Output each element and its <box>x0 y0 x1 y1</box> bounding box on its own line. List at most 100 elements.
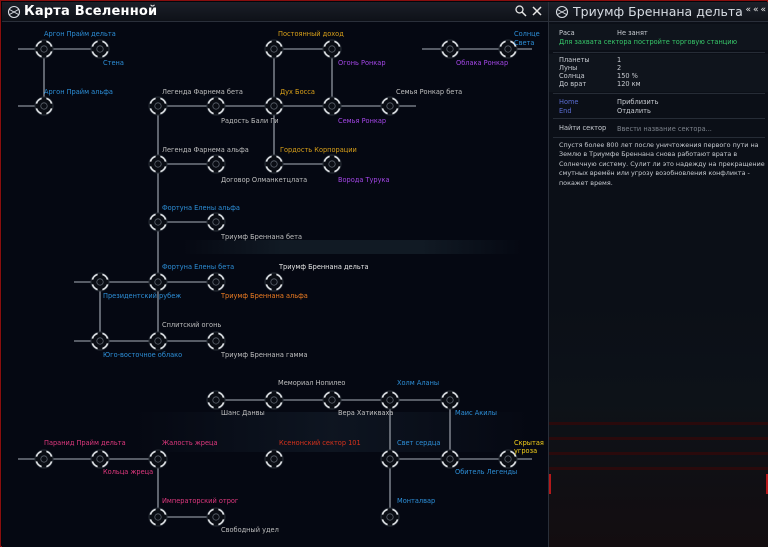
collapse-arrow-icon[interactable]: « <box>760 5 765 15</box>
sector-node-paranid[interactable] <box>34 449 54 469</box>
zoom-icon[interactable] <box>514 4 528 18</box>
moons-value: 2 <box>617 64 622 72</box>
divider <box>553 52 765 53</box>
sector-label[interactable]: Ксенонский сектор 101 <box>279 439 361 447</box>
sector-label[interactable]: Монталвар <box>397 497 435 505</box>
sector-node-postoyanny[interactable] <box>264 39 284 59</box>
sector-label[interactable]: Маис Акилы <box>455 409 497 417</box>
sector-label[interactable]: Облака Ронкар <box>456 59 508 67</box>
sector-label[interactable]: Шанс Данвы <box>221 409 265 417</box>
sector-search-input[interactable] <box>617 123 757 134</box>
sector-label[interactable]: Фортуна Елены бета <box>162 263 234 271</box>
sector-label[interactable]: Президентский рубеж <box>103 292 181 300</box>
sector-node-montalvar[interactable] <box>380 507 400 527</box>
sector-node-imperatorsky[interactable] <box>148 507 168 527</box>
red-edge-marker <box>766 474 768 494</box>
sector-label[interactable]: Аргон Прайм альфа <box>44 88 113 96</box>
sector-label[interactable]: Легенда Фарнема бета <box>162 88 243 96</box>
sector-node-solnce-svet[interactable] <box>498 39 518 59</box>
sector-node-shans[interactable] <box>206 390 226 410</box>
sector-node-duh[interactable] <box>264 96 284 116</box>
sector-node-splitsky[interactable] <box>148 331 168 351</box>
sector-label[interactable]: Паранид Прайм дельта <box>44 439 126 447</box>
sector-label[interactable]: Свет сердца <box>397 439 440 447</box>
sector-label[interactable]: Гордость Корпорации <box>280 146 357 154</box>
sector-label[interactable]: Свободный удел <box>221 526 279 534</box>
sector-label[interactable]: Ворода Турука <box>338 176 390 184</box>
sector-label[interactable]: Семья Ронкар бета <box>396 88 462 96</box>
sector-node-yugo[interactable] <box>90 331 110 351</box>
sector-node-ksenon[interactable] <box>264 449 284 469</box>
sector-node-triumf-alfa[interactable] <box>206 272 226 292</box>
sector-node-fortuna-alfa[interactable] <box>148 212 168 232</box>
sector-node-zhalost[interactable] <box>148 449 168 469</box>
sector-label[interactable]: Огонь Ронкар <box>338 59 386 67</box>
sector-node-legenda-beta[interactable] <box>148 96 168 116</box>
sector-node-oblaka[interactable] <box>440 39 460 59</box>
sector-node-argon-delta[interactable] <box>34 39 54 59</box>
sector-label[interactable]: Вера Хатикваха <box>338 409 393 417</box>
sector-node-fortuna-beta[interactable] <box>148 272 168 292</box>
sector-label[interactable]: Семья Ронкар <box>338 117 386 125</box>
sector-node-ogon[interactable] <box>322 39 342 59</box>
sector-label[interactable]: Обитель Легенды <box>455 468 517 476</box>
sector-node-gordost[interactable] <box>264 154 284 174</box>
map-header: Карта Вселенной <box>2 2 548 22</box>
universe-map-icon <box>555 5 569 19</box>
sector-node-kolca[interactable] <box>90 449 110 469</box>
sector-label[interactable]: Дух Босса <box>280 88 315 96</box>
sun-value: 150 % <box>617 72 638 80</box>
sector-label[interactable]: Аргон Прайм дельта <box>44 30 116 38</box>
sector-label[interactable]: Триумф Бреннана гамма <box>220 351 307 359</box>
sector-node-vera[interactable] <box>264 390 284 410</box>
sector-node-semya-alfa[interactable] <box>322 96 342 116</box>
sector-node-skrytaya[interactable] <box>498 449 518 469</box>
moons-label: Луны <box>559 64 578 72</box>
collapse-buttons: ««« <box>742 5 765 15</box>
collapse-arrow-icon[interactable]: « <box>745 5 750 15</box>
sector-node-obitel[interactable] <box>440 449 460 469</box>
sector-node-svobodny[interactable] <box>206 507 226 527</box>
sector-node-radost[interactable] <box>206 96 226 116</box>
sector-label[interactable]: Триумф Бреннана бета <box>220 233 302 241</box>
sector-node-argon-alfa[interactable] <box>34 96 54 116</box>
sector-node-memorial[interactable] <box>322 390 342 410</box>
planets-label: Планеты <box>559 56 590 64</box>
sector-node-voroda[interactable] <box>322 154 342 174</box>
sector-label[interactable]: Жалость жреца <box>162 439 218 447</box>
stats-section <box>549 54 768 92</box>
sector-node-legenda-alfa[interactable] <box>148 154 168 174</box>
sector-label[interactable]: Стена <box>103 59 124 67</box>
collapse-arrow-icon[interactable]: « <box>752 5 758 15</box>
sector-label[interactable]: Радость Бали Ги <box>221 117 279 125</box>
sector-node-triumf-beta[interactable] <box>206 212 226 232</box>
sector-label[interactable]: Холм Аланы <box>397 379 439 387</box>
sector-node-prezident[interactable] <box>90 272 110 292</box>
sector-label[interactable]: Мемориал Нопилео <box>278 379 345 387</box>
sector-label[interactable]: Императорский отрог <box>162 497 239 505</box>
sector-label[interactable]: Фортуна Елены альфа <box>162 204 240 212</box>
sector-node-mais[interactable] <box>440 390 460 410</box>
sector-label[interactable]: Легенда Фарнема альфа <box>162 146 249 154</box>
sector-label[interactable]: Триумф Бреннана дельта <box>278 263 369 271</box>
sector-node-triumf-gamma[interactable] <box>206 331 226 351</box>
sector-label[interactable]: Договор Олманкетцлата <box>221 176 307 184</box>
sector-node-triumf-delta[interactable] <box>264 272 284 292</box>
gate-distance-value: 120 км <box>617 80 641 88</box>
sector-label[interactable]: Сплитский огонь <box>162 321 221 329</box>
sector-node-holm[interactable] <box>380 390 400 410</box>
close-icon[interactable] <box>530 4 544 18</box>
sector-node-stena[interactable] <box>90 39 110 59</box>
sector-node-dogovor[interactable] <box>206 154 226 174</box>
divider <box>553 93 765 94</box>
sector-label[interactable]: Юго-восточное облако <box>103 351 182 359</box>
sector-label[interactable]: Триумф Бреннана альфа <box>220 292 308 300</box>
sector-label[interactable]: Кольца жреца <box>103 468 153 476</box>
sector-label[interactable]: Постоянный доход <box>278 30 344 38</box>
sector-node-semya-beta[interactable] <box>380 96 400 116</box>
sector-node-svet[interactable] <box>380 449 400 469</box>
